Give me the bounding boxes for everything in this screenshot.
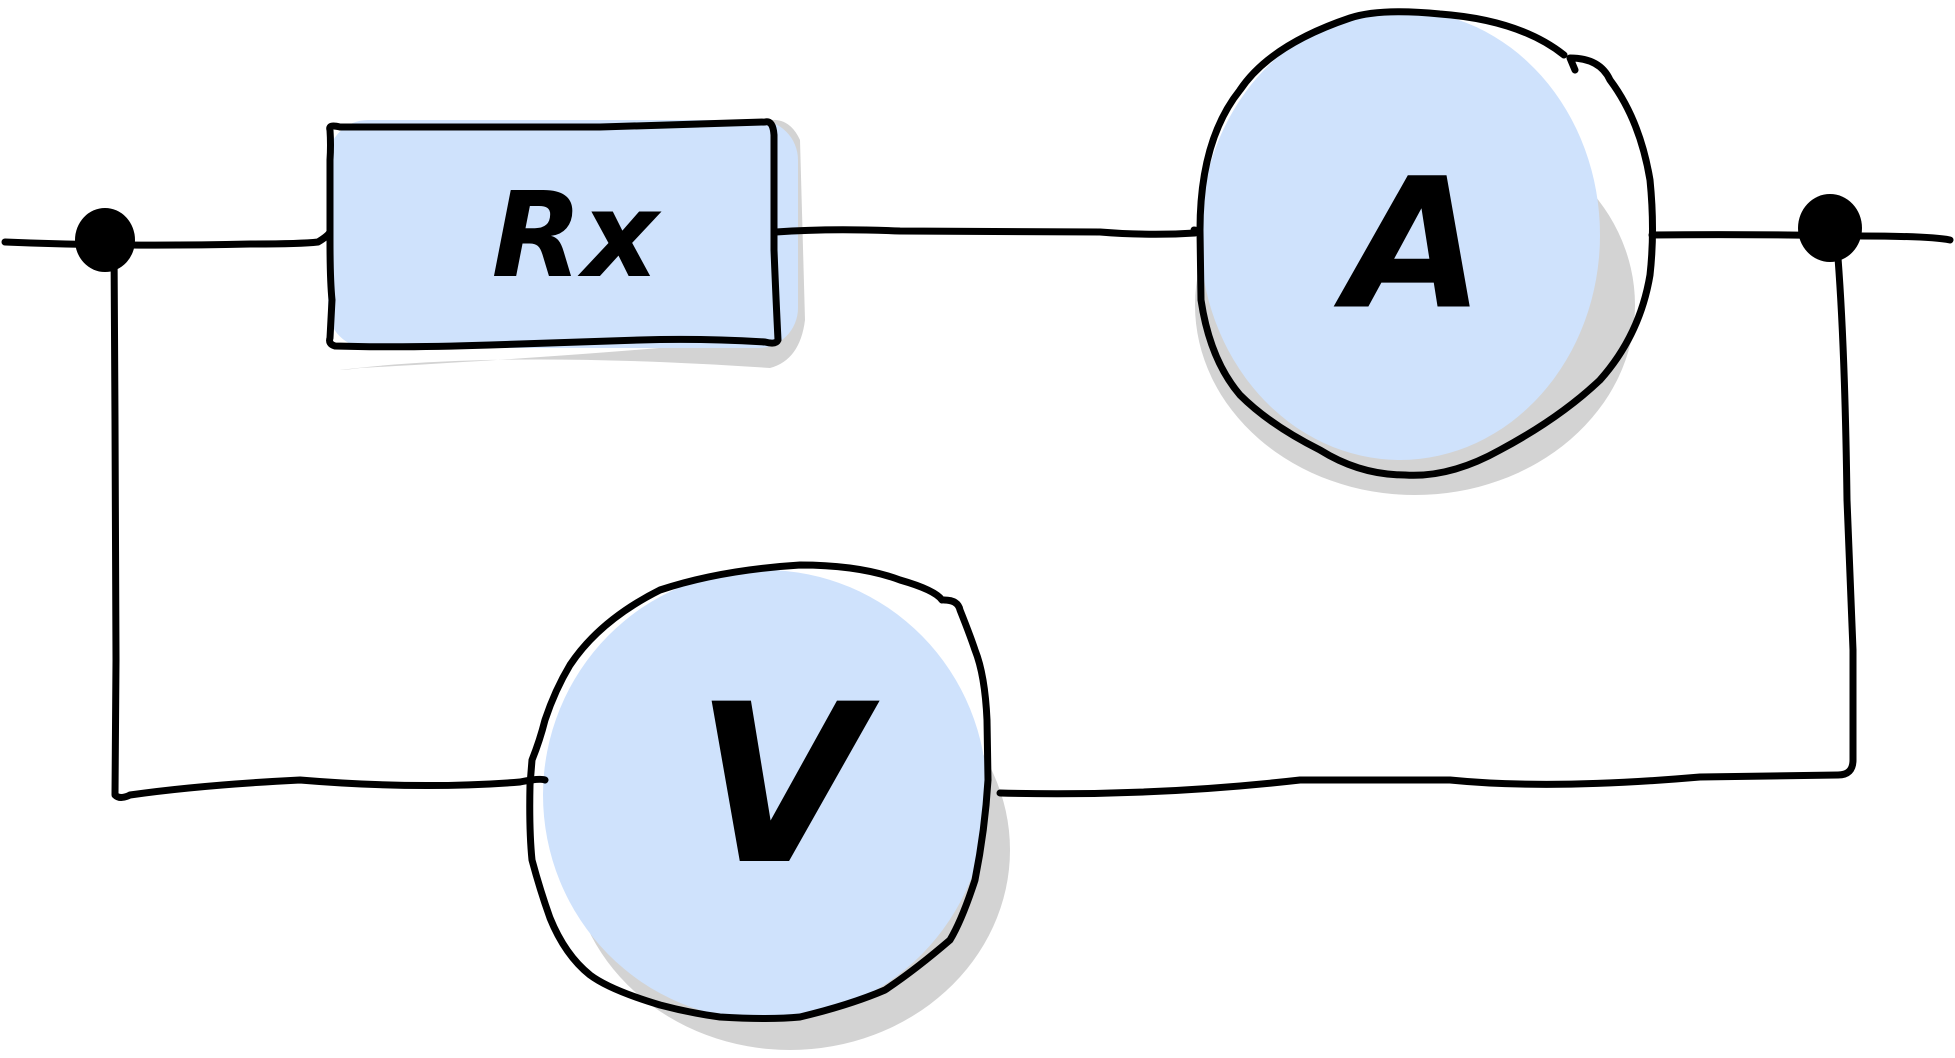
labels: Rx A V [492, 141, 1485, 914]
resistor-fill [328, 120, 798, 348]
ammeter-label: A [1333, 141, 1484, 350]
junction-left [75, 208, 135, 272]
wire-right-down [996, 254, 1857, 798]
wires [1, 8, 1954, 1022]
resistor-outline [326, 118, 782, 351]
junction-right [1798, 194, 1862, 262]
fills [328, 10, 1600, 1020]
ammeter-fill [1200, 10, 1600, 460]
wire-resistor-ammeter [772, 226, 1200, 238]
voltmeter-outline [526, 561, 992, 1022]
voltmeter-fill [543, 570, 987, 1020]
voltmeter-label: V [695, 657, 880, 913]
resistor-label: Rx [492, 166, 663, 304]
ammeter-outline [1196, 8, 1656, 479]
wire-left-down [110, 241, 549, 801]
wire-left-lead [1, 228, 334, 249]
junctions [75, 194, 1862, 272]
